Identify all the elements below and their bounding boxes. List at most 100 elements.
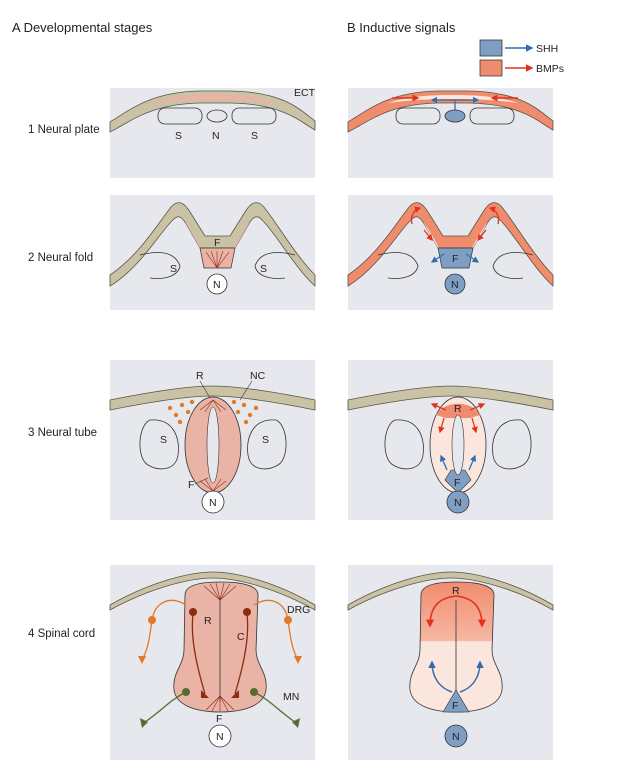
- label-f: F: [452, 700, 458, 712]
- label-c: C: [237, 631, 245, 643]
- leader-line: [199, 380, 211, 399]
- label-mn: MN: [283, 691, 299, 703]
- bmp-arrow: [477, 229, 487, 242]
- shh-arrow: [465, 253, 480, 263]
- bmp-arrow: [423, 229, 433, 242]
- label-nc: NC: [250, 370, 266, 382]
- row-label-3: 3 Neural tube: [28, 427, 97, 439]
- label-r: R: [204, 615, 212, 627]
- somite-right: [231, 107, 277, 125]
- label-ect: ECT: [294, 87, 316, 99]
- axon-terminal: [231, 690, 239, 698]
- label-f: F: [188, 479, 194, 491]
- leader-line: [239, 380, 253, 401]
- label-f: F: [216, 713, 222, 725]
- shh-arrow: [459, 660, 484, 693]
- axon-terminal: [292, 718, 300, 728]
- mn-cell: [182, 688, 190, 696]
- bmp-arrow: [430, 403, 447, 411]
- stage-3-b: N R F: [347, 360, 554, 520]
- notochord: [208, 724, 232, 748]
- label-s: S: [160, 434, 167, 446]
- notochord-shh: [444, 724, 468, 748]
- label-r: R: [454, 403, 462, 415]
- central-canal: [451, 414, 465, 476]
- floor-plate: [199, 247, 236, 269]
- axon-terminal: [201, 690, 209, 698]
- axon-terminal: [294, 656, 302, 664]
- ectoderm: [109, 571, 316, 611]
- bmp-arrow: [471, 417, 478, 434]
- shh-arrow: [430, 253, 445, 263]
- neural-plate: [388, 95, 518, 103]
- stage-1-a: S N S ECT: [109, 87, 316, 178]
- label-n: N: [213, 279, 221, 291]
- somite-right: [247, 419, 287, 470]
- stage-2-b: N F: [347, 195, 554, 310]
- mn-cell: [250, 688, 258, 696]
- label-n: N: [452, 731, 460, 743]
- central-canal: [206, 406, 220, 484]
- somite-left: [157, 107, 203, 125]
- label-f: F: [454, 477, 460, 489]
- notochord: [206, 109, 228, 123]
- bmp-arrow: [426, 595, 457, 628]
- shh-arrow: [428, 660, 453, 693]
- roof-plate-hatch: [199, 399, 227, 413]
- label-r: R: [452, 585, 460, 597]
- roof-plate-hatch: [203, 582, 237, 601]
- notochord-shh: [444, 273, 466, 295]
- label-s: S: [175, 130, 182, 142]
- column-header-a: A Developmental stages: [12, 20, 153, 35]
- axon-terminal: [140, 718, 148, 728]
- label-n: N: [212, 130, 220, 142]
- neural-crest-cells: [167, 399, 259, 425]
- ectoderm: [109, 385, 316, 411]
- c-cell: [243, 608, 251, 616]
- somite-right: [469, 107, 515, 125]
- floor-plate-shh: [437, 247, 474, 269]
- label-n: N: [209, 497, 217, 509]
- c-cell: [189, 608, 197, 616]
- legend: SHH BMPs: [479, 39, 564, 77]
- notochord-shh: [444, 109, 466, 123]
- label-n: N: [216, 731, 224, 743]
- column-header-b: B Inductive signals: [347, 20, 456, 35]
- stage-4-a: N R C DRG MN F: [109, 565, 316, 760]
- stage-2-a: N F S S: [109, 195, 316, 310]
- somite-right: [492, 252, 534, 279]
- floor-plate-hatch: [199, 478, 227, 492]
- label-n: N: [451, 279, 459, 291]
- row-label-2: 2 Neural fold: [28, 252, 93, 264]
- ectoderm: [347, 571, 554, 611]
- label-f: F: [214, 237, 220, 249]
- legend-bmp-label: BMPs: [536, 63, 564, 75]
- ectoderm-bmp: [347, 202, 554, 287]
- notochord-shh: [446, 490, 470, 514]
- label-n: N: [454, 497, 462, 509]
- somite-left: [395, 107, 441, 125]
- row-label-1: 1 Neural plate: [28, 124, 100, 136]
- drg-cell: [148, 616, 156, 624]
- label-s: S: [170, 263, 177, 275]
- somite-left: [377, 252, 419, 279]
- somite-left: [139, 252, 181, 279]
- commissural-axon: [234, 613, 249, 695]
- neural-plate: [150, 94, 280, 104]
- mn-axon: [253, 691, 296, 723]
- stage-3-a: N R NC S S F: [109, 360, 316, 520]
- somite-left: [384, 419, 424, 470]
- notochord: [201, 490, 225, 514]
- roof-plate-bmp: [436, 403, 480, 418]
- legend-shh-swatch: [479, 39, 503, 57]
- floor-plate-hatch: [205, 250, 230, 269]
- bmp-arrow: [469, 403, 486, 411]
- label-r: R: [196, 370, 204, 382]
- somite-right: [254, 252, 296, 279]
- notochord: [206, 273, 228, 295]
- somite-right: [492, 419, 532, 470]
- axon-terminal: [138, 656, 146, 664]
- commissural-axon: [191, 613, 206, 695]
- mn-axon: [144, 691, 187, 723]
